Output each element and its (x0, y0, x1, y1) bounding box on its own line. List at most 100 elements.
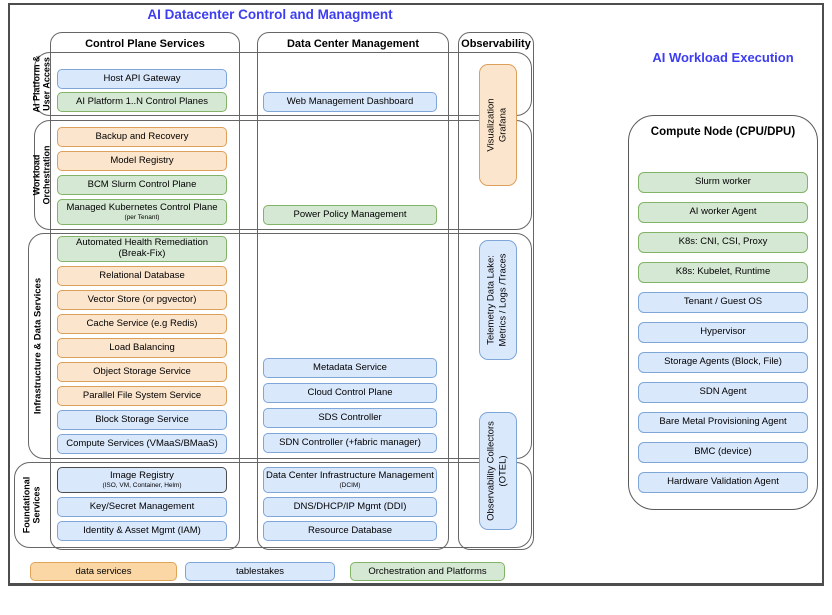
service-box-sublabel: (per Tenant) (124, 213, 160, 221)
diagram-title: AI Datacenter Control and Managment (147, 7, 393, 22)
service-box-label: SDN Controller (+fabric manager) (279, 436, 421, 448)
service-box: Metadata Service (263, 358, 437, 378)
service-box-label: Identity & Asset Mgmt (IAM) (83, 524, 201, 536)
service-box-sublabel: (ISO, VM, Container, Helm) (102, 481, 182, 489)
service-box: Hardware Validation Agent (638, 472, 808, 493)
legend-data-services: data services (30, 562, 177, 581)
service-box-label: K8s: CNI, CSI, Proxy (678, 236, 768, 248)
service-box-label: Metadata Service (313, 361, 387, 373)
service-box: Identity & Asset Mgmt (IAM) (57, 521, 227, 541)
column-header: Observability (461, 38, 531, 50)
service-box-label: BCM Slurm Control Plane (87, 178, 197, 190)
service-box: Slurm worker (638, 172, 808, 193)
service-box-label: Managed Kubernetes Control Plane (66, 201, 218, 213)
service-box-label: AI worker Agent (689, 206, 757, 218)
service-box-label: AI Platform 1..N Control Planes (76, 95, 208, 107)
service-box-label: Data Center Infrastructure Management (266, 469, 434, 481)
workload-execution-title: AI Workload Execution (652, 50, 794, 65)
service-box-label: Vector Store (or pgvector) (87, 293, 197, 305)
service-box-label: Web Management Dashboard (286, 95, 414, 107)
service-box-label: Tenant / Guest OS (683, 296, 763, 308)
compute-node-panel: Compute Node (CPU/DPU) Slurm worker AI wo… (628, 115, 818, 510)
service-box-label: Block Storage Service (95, 413, 189, 425)
observability-box-otel-collectors: Observability Collectors (OTEL) (479, 412, 517, 530)
service-box: Host API Gateway (57, 69, 227, 89)
cell-foundational-dcm: Data Center Infrastructure Management(DC… (263, 464, 437, 544)
service-box: Backup and Recovery (57, 127, 227, 147)
row-ai-platform-user-access (34, 52, 532, 116)
observability-box-visualization-grafana: Visualization Grafana (479, 64, 517, 186)
service-box-label: SDS Controller (318, 411, 382, 423)
column-header: Data Center Management (286, 38, 420, 50)
service-box-label: K8s: Kubelet, Runtime (675, 266, 771, 278)
service-box-sublabel: (DCIM) (339, 481, 361, 489)
service-box-label: Model Registry (110, 154, 174, 166)
cell-foundational-control-plane: Image Registry(ISO, VM, Container, Helm)… (57, 464, 227, 544)
service-box-label: BMC (device) (694, 446, 752, 458)
service-box: Tenant / Guest OS (638, 292, 808, 313)
service-box: BMC (device) (638, 442, 808, 463)
service-box: SDN Agent (638, 382, 808, 403)
row-infrastructure-data-services (28, 233, 532, 459)
service-box-label: Cloud Control Plane (307, 386, 393, 398)
observability-box-label: Telemetry Data Lake: Metrics / Logs /Tra… (485, 253, 509, 347)
column-header: Control Plane Services (85, 38, 205, 50)
service-box: Cache Service (e.g Redis) (57, 314, 227, 334)
service-box-label: Load Balancing (109, 341, 175, 353)
service-box: Object Storage Service (57, 362, 227, 382)
service-box: Key/Secret Management (57, 497, 227, 517)
service-box-label: Slurm worker (695, 176, 751, 188)
service-box: AI Platform 1..N Control Planes (57, 92, 227, 112)
service-box: K8s: CNI, CSI, Proxy (638, 232, 808, 253)
service-box-label: Bare Metal Provisioning Agent (659, 416, 787, 428)
service-box-label: Key/Secret Management (89, 500, 195, 512)
service-box: Web Management Dashboard (263, 92, 437, 112)
diagram-outer-frame (8, 3, 824, 586)
service-box-label: Hypervisor (700, 326, 746, 338)
observability-box-label: Observability Collectors (OTEL) (485, 421, 509, 521)
cell-workload-dcm: Power Policy Management (263, 122, 437, 228)
service-box: Cloud Control Plane (263, 383, 437, 403)
service-box: Power Policy Management (263, 205, 437, 225)
service-box: Storage Agents (Block, File) (638, 352, 808, 373)
service-box: Hypervisor (638, 322, 808, 343)
observability-box-label: Visualization Grafana (485, 98, 509, 152)
service-box: Managed Kubernetes Control Plane(per Ten… (57, 199, 227, 225)
service-box-label: Host API Gateway (103, 72, 181, 84)
service-box-label: DNS/DHCP/IP Mgmt (DDI) (293, 500, 407, 512)
service-box-label: Compute Services (VMaaS/BMaaS) (66, 437, 218, 449)
row-foundational-services (14, 462, 532, 548)
service-box-label: Cache Service (e.g Redis) (86, 317, 198, 329)
service-box-label: Relational Database (99, 269, 185, 281)
service-box: Bare Metal Provisioning Agent (638, 412, 808, 433)
service-box-label: Resource Database (308, 524, 392, 536)
service-box: Automated Health Remediation (Break-Fix) (57, 236, 227, 262)
column-control-plane-services: Control Plane Services (50, 32, 240, 550)
service-box-label: Hardware Validation Agent (667, 476, 779, 488)
column-observability: Observability (458, 32, 534, 550)
service-box-label: Backup and Recovery (95, 130, 189, 142)
service-box: SDS Controller (263, 408, 437, 428)
service-box: AI worker Agent (638, 202, 808, 223)
cell-ai-platform-dcm: Web Management Dashboard (263, 54, 437, 114)
service-box-label: Object Storage Service (93, 365, 191, 377)
service-box-label: Storage Agents (Block, File) (664, 356, 782, 368)
service-box: Image Registry(ISO, VM, Container, Helm) (57, 467, 227, 493)
cell-infra-control-plane: Automated Health Remediation (Break-Fix)… (57, 235, 227, 457)
service-box-label: Power Policy Management (293, 208, 407, 220)
service-box: DNS/DHCP/IP Mgmt (DDI) (263, 497, 437, 517)
compute-node-header: Compute Node (CPU/DPU) (650, 126, 796, 138)
service-box-label: Image Registry (110, 469, 174, 481)
service-box: K8s: Kubelet, Runtime (638, 262, 808, 283)
legend-tablestakes: tablestakes (185, 562, 335, 581)
column-data-center-management: Data Center Management (257, 32, 449, 550)
legend-orchestration-platforms: Orchestration and Platforms (350, 562, 505, 581)
service-box-label: Automated Health Remediation (Break-Fix) (75, 237, 209, 259)
service-box: Resource Database (263, 521, 437, 541)
service-box: Data Center Infrastructure Management(DC… (263, 467, 437, 493)
service-box: Compute Services (VMaaS/BMaaS) (57, 434, 227, 454)
service-box: Parallel File System Service (57, 386, 227, 406)
service-box: BCM Slurm Control Plane (57, 175, 227, 195)
